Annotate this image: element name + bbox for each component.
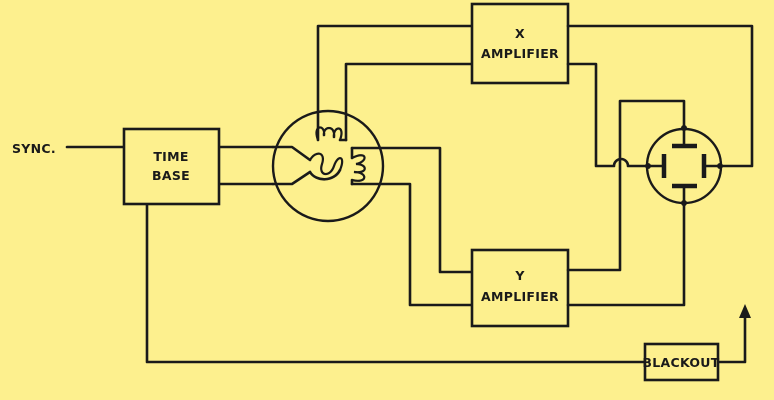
blackout-box [643,342,720,382]
coil-to-yamp-top-wire [350,146,474,274]
crt-right-node [717,163,723,169]
sync-label: SYNC. [12,141,56,156]
bridge-in-top-wire [271,145,312,162]
y-amplifier-box [470,248,570,328]
transformer-circle [271,109,385,223]
bridge-in-bottom-wire [271,170,312,186]
xamp-to-right-plate-wire [566,24,754,168]
x-amplifier-label-1: X [515,26,525,41]
x-amplifier-box [470,2,570,85]
coil-to-xamp-inner-wire [344,62,474,142]
yamp-to-bottom-plate-wire [566,201,686,307]
xamp-to-left-plate-wire [566,62,650,168]
time-base-box [122,127,221,206]
blackout-label: BLACKOUT [642,355,719,370]
blackout-output-wire [716,310,747,364]
center-coil-return [308,168,342,181]
crt-left-node [645,163,651,169]
x-amplifier-label-2: AMPLIFIER [481,46,559,61]
y-amplifier-label-2: AMPLIFIER [481,289,559,304]
coil-to-yamp-bottom-wire [350,182,474,307]
y-amplifier-label-1: Y [514,268,525,283]
crt-bottom-node [681,200,687,206]
time-base-label-1: TIME [153,149,188,164]
time-base-label-2: BASE [152,168,190,183]
yamp-to-top-plate-wire [566,99,686,272]
top-coil-icon [315,126,343,141]
output-arrow-icon [739,304,751,318]
timebase-blackout-wire [145,202,647,364]
center-coil-icon [309,152,344,176]
coil-to-xamp-outer-wire [316,24,474,142]
right-coil-icon [351,154,366,182]
crt-top-node [681,125,687,131]
